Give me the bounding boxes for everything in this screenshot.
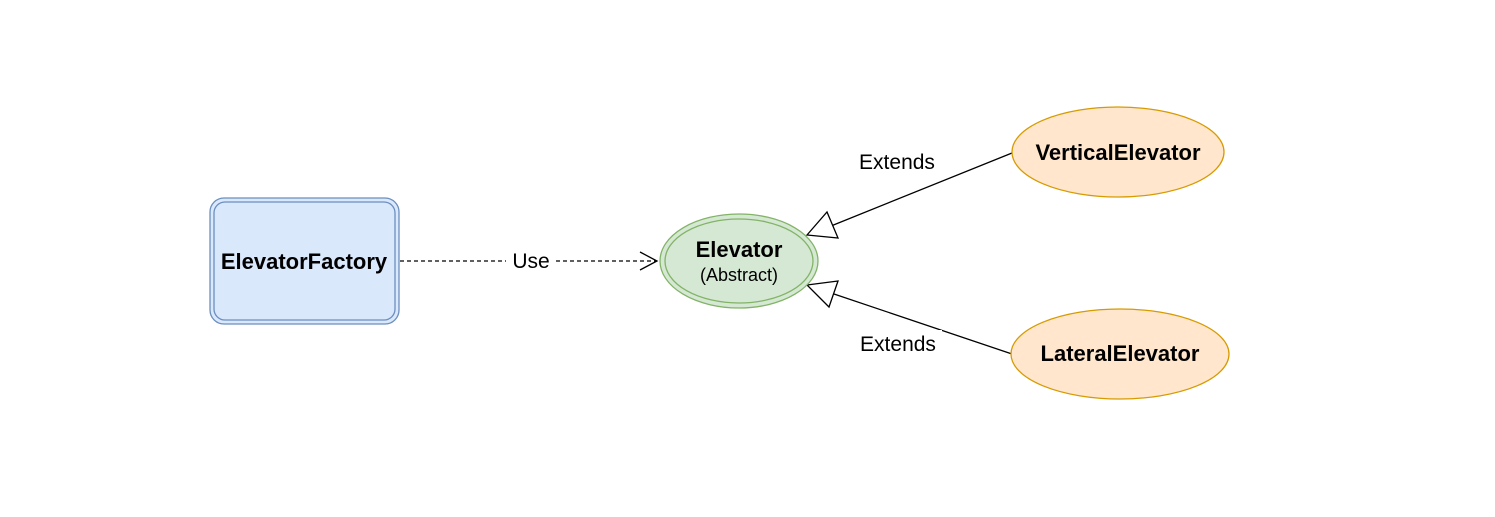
elevator-title: Elevator bbox=[696, 237, 783, 262]
extends-lateral-line bbox=[833, 293, 1013, 355]
lateral-elevator-ellipse bbox=[1010, 308, 1230, 400]
elevator-factory-title: ElevatorFactory bbox=[221, 249, 388, 274]
use-edge-label: Use bbox=[512, 250, 549, 273]
extends-lateral-label-bg bbox=[852, 330, 942, 358]
lateral-elevator-title: LateralElevator bbox=[1041, 341, 1200, 366]
hollow-triangle-arrow-head bbox=[805, 210, 840, 239]
extends-vertical-edge: Extends bbox=[805, 151, 1013, 239]
hollow-triangle-arrow-head bbox=[805, 280, 839, 309]
lateral-elevator-node[interactable]: LateralElevator bbox=[1010, 308, 1230, 400]
elevator-outer-ellipse bbox=[659, 213, 819, 309]
extends-lateral-label: Extends bbox=[860, 333, 936, 356]
vertical-elevator-title: VerticalElevator bbox=[1035, 140, 1201, 165]
use-edge: Use bbox=[400, 250, 659, 273]
elevator-subtitle: (Abstract) bbox=[700, 265, 778, 285]
elevator-factory-node[interactable]: ElevatorFactory bbox=[209, 197, 400, 325]
extends-vertical-label: Extends bbox=[859, 151, 935, 174]
vertical-elevator-node[interactable]: VerticalElevator bbox=[1011, 106, 1225, 198]
elevator-node[interactable]: Elevator (Abstract) bbox=[659, 213, 819, 309]
open-arrow-head bbox=[639, 251, 659, 271]
extends-vertical-line bbox=[830, 152, 1013, 227]
vertical-elevator-ellipse bbox=[1011, 106, 1225, 198]
extends-lateral-edge: Extends bbox=[805, 280, 1013, 358]
elevator-factory-inner-border bbox=[213, 201, 396, 321]
elevator-factory-outer-border bbox=[209, 197, 400, 325]
elevator-inner-ellipse bbox=[664, 218, 814, 304]
